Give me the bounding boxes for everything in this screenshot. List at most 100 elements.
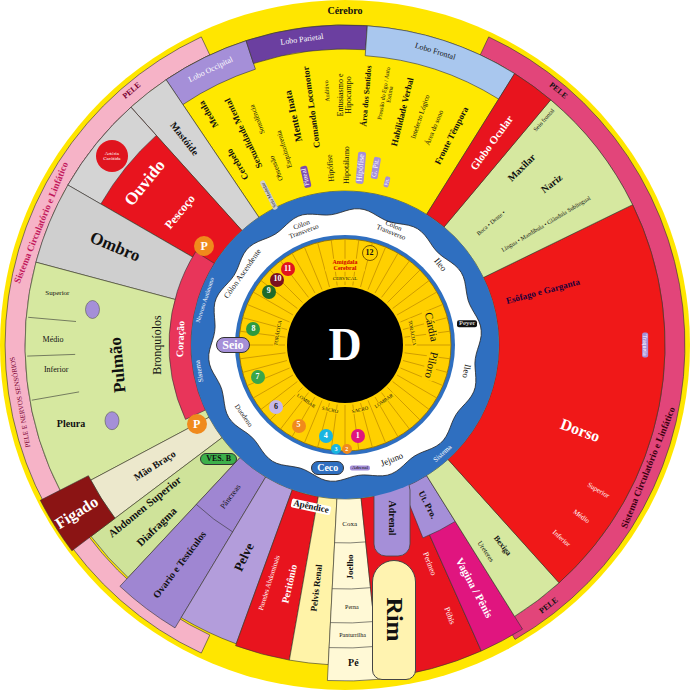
callout-number: 11	[281, 262, 295, 276]
region-label: Pelve	[231, 541, 256, 574]
yellow-ring	[239, 239, 451, 451]
region-label: Entusiasmo e Hipocampo	[337, 60, 354, 130]
region-label: Sistema	[195, 359, 206, 382]
region-label: Nervoso Autônomo	[195, 276, 216, 323]
divider-line	[335, 542, 366, 543]
region-label: Peyer	[457, 320, 477, 327]
node-text: Ceco	[317, 463, 338, 474]
callout-number: 2	[342, 444, 352, 454]
region-label: Púbis	[442, 606, 456, 626]
region-label: Sistema Circulatório e Linfático	[620, 406, 678, 530]
region-label: Ovario e Testículos	[151, 529, 208, 600]
region-label: Inferior	[44, 366, 68, 374]
divider-line	[393, 382, 430, 410]
divider-line	[329, 646, 377, 648]
node-text: 10	[273, 275, 281, 283]
region-label: Hipotálamo	[342, 146, 351, 184]
node-text: 8	[251, 325, 255, 333]
region-label: Obsessão	[269, 154, 285, 181]
lung-spot	[105, 412, 119, 430]
region-label: Coração	[175, 321, 187, 357]
divider-line	[387, 270, 420, 303]
region-label: Lobo Occipital	[187, 56, 234, 85]
nerve-ring	[191, 191, 499, 499]
cecum-badge: Ceco	[311, 461, 344, 476]
collarette	[209, 209, 481, 481]
callout-number: 9	[262, 285, 276, 299]
divider-line	[243, 361, 287, 373]
region-label: Boca • Dente •	[475, 209, 506, 237]
region-label: Perineo	[421, 551, 438, 577]
region-label: Cárdia	[422, 309, 440, 344]
node-text: 11	[284, 265, 292, 273]
region-label: Superior	[45, 291, 69, 298]
region-label: Globo Ocular	[468, 113, 515, 172]
region-label: Adrenal	[350, 465, 370, 470]
region-label: Língua • Mandíbula • Glândula Sublingual	[501, 195, 592, 253]
region-label: Ut. Pro.	[416, 490, 438, 521]
region-label: Pelvis Renal	[310, 564, 325, 612]
node-text: 1	[356, 432, 360, 440]
region-label: Panturrilha	[339, 632, 366, 638]
region-label: Ouvido	[121, 156, 169, 209]
skin-band	[5, 37, 210, 653]
kidney-tab: Rim	[372, 560, 416, 680]
region-label: LOMBAR	[294, 391, 318, 410]
region-label: Cérebro	[327, 6, 362, 17]
node-text: 5	[297, 421, 301, 429]
divider-line	[32, 392, 79, 400]
region-label: Mastóide	[167, 120, 200, 158]
region-label: Vagina / Pênis	[453, 556, 494, 620]
callout-number: 8	[246, 322, 260, 336]
region-label: Seio Medular	[259, 180, 278, 211]
region-label: Cólon Ascendente	[223, 248, 263, 301]
region-label: Médio	[572, 508, 591, 525]
sinus-tab: Seio	[216, 337, 249, 354]
node-text: Seio	[222, 339, 243, 352]
divider-line	[240, 353, 286, 359]
node-text: 3	[334, 446, 337, 452]
region-label: Nariz	[539, 172, 564, 195]
divider-line	[292, 253, 315, 293]
region-label: Esôfago e Garganta	[505, 277, 581, 306]
region-label: Sistema Circulatório e Linfático	[13, 160, 71, 284]
region-label: Área dos Sentidos	[360, 65, 374, 127]
region-label: Lobo Parietal	[280, 33, 324, 47]
node-text: 7	[256, 373, 260, 381]
region-label: Joelho	[346, 554, 355, 579]
region-label: Jejuno	[379, 451, 404, 469]
callout-number: 3	[331, 444, 341, 454]
region-label: Pressão do Ego / Auto Estima	[376, 63, 398, 124]
p-badge: P	[187, 414, 207, 434]
region-label: PELE	[547, 81, 568, 101]
region-label: Coxa	[342, 521, 357, 528]
node-text: VES. B	[206, 455, 231, 463]
organ-sector	[40, 476, 115, 551]
organ-sector	[246, 25, 367, 63]
node-text: 6	[274, 403, 278, 411]
organ-sector	[427, 74, 551, 227]
region-label: Seio frontal	[532, 108, 555, 133]
region-label: Peritônio	[280, 563, 299, 604]
region-label: Amígdala Cerebral	[325, 259, 365, 272]
divider-line	[382, 261, 410, 298]
callout-number: 7	[251, 370, 265, 384]
callout-number: 1	[351, 429, 365, 443]
region-label: TORÁCICA	[407, 318, 417, 348]
callout-number: 10	[270, 273, 284, 287]
region-label: SACRO	[319, 405, 340, 415]
callout-number: 4	[319, 429, 333, 443]
gallbladder-badge: VES. B	[200, 453, 237, 465]
region-label: Pâncreas	[219, 483, 243, 511]
region-label: Auditivo	[323, 80, 331, 102]
region-label: PELE E NERVOS SENSÓRIOS	[9, 356, 32, 448]
region-label: Paredes Abdominais	[258, 555, 282, 612]
region-label: Pé	[348, 658, 359, 669]
node-text: 12	[366, 249, 374, 257]
region-label: Sistema	[433, 444, 454, 464]
organ-sector	[166, 41, 255, 105]
region-label: Pulmão	[107, 336, 130, 393]
region-label: Adrenal	[387, 500, 398, 535]
node-text: Artéria Carótida	[99, 151, 125, 162]
divider-line	[393, 281, 430, 309]
